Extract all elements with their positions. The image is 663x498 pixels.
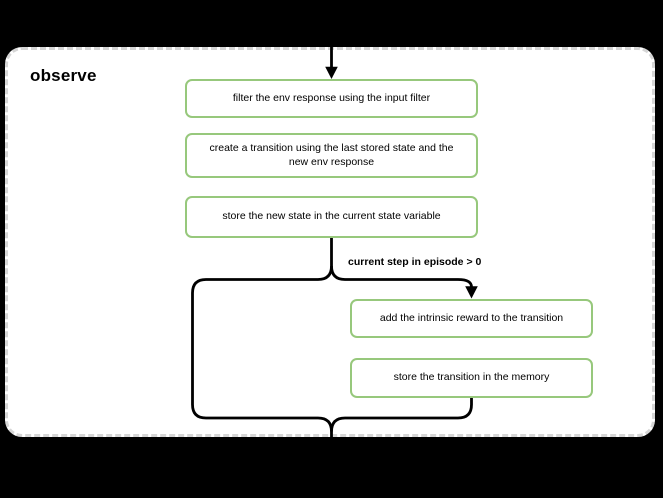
node-store-new-state: store the new state in the current state…: [185, 196, 478, 238]
group-title: observe: [30, 66, 97, 85]
node-add-intrinsic-reward: add the intrinsic reward to the transiti…: [350, 299, 593, 338]
node-store-transition: store the transition in the memory: [350, 358, 593, 398]
node-create-transition: create a transition using the last store…: [185, 133, 478, 178]
node-filter-env-response: filter the env response using the input …: [185, 79, 478, 118]
condition-label: current step in episode > 0: [348, 256, 482, 268]
